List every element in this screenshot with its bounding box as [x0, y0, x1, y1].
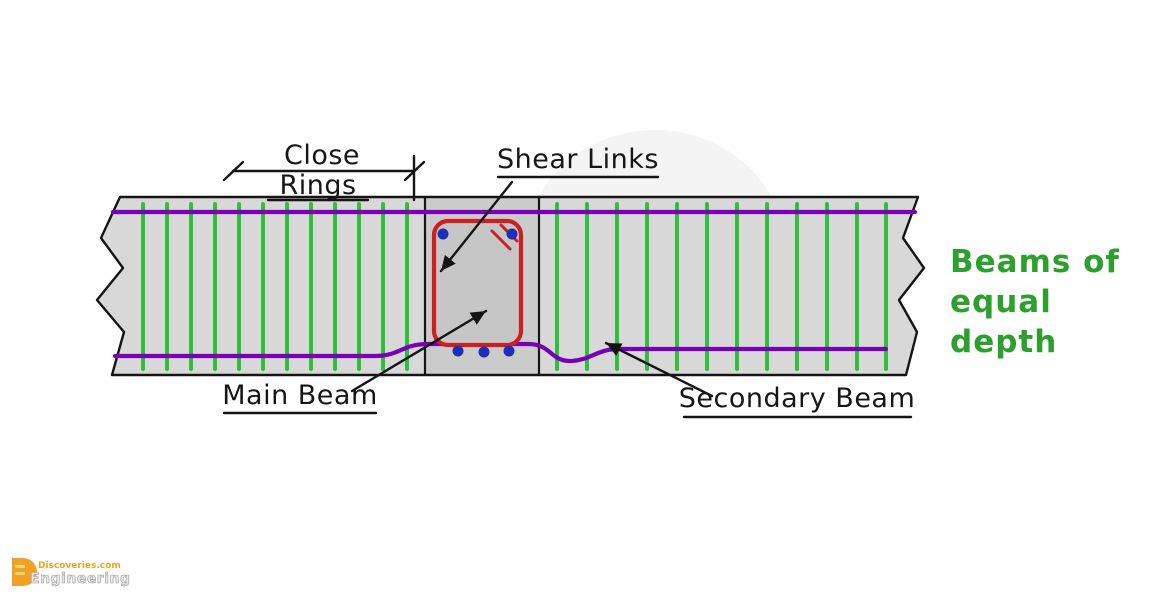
main-beam-label: Main Beam [222, 380, 378, 411]
shear-links-arrow [439, 180, 514, 273]
beams-note-line3: depth [950, 324, 1057, 360]
bottom-rebar-line [112, 341, 889, 364]
rebar-dots [437, 228, 518, 358]
close-rings-label-line1: Close [284, 140, 360, 171]
main-beam-arrow [350, 309, 488, 393]
watermark-brand-bottom: Engineering [30, 571, 131, 587]
secondary-beam-arrow [604, 341, 714, 398]
watermark-logo-bar [15, 565, 25, 568]
beams-equal-depth-note: Beams of equal depth [950, 244, 1120, 360]
shear-ring [431, 218, 524, 348]
secondary-beam-label: Secondary Beam [679, 383, 916, 414]
beams-note-line2: equal [950, 284, 1052, 320]
watermark-brand-top: Discoveries.com [38, 561, 121, 571]
shear-links-label: Shear Links [497, 144, 659, 175]
close-rings-label-line2: Rings [279, 170, 356, 201]
stirrup-links-left [141, 202, 409, 371]
close-rings-dimension [222, 154, 426, 202]
watermark: Discoveries.com Engineering [12, 558, 131, 587]
watermark-logo-bar2 [15, 572, 25, 575]
stirrup-links-right [555, 202, 888, 371]
beams-note-line1: Beams of [950, 244, 1120, 280]
